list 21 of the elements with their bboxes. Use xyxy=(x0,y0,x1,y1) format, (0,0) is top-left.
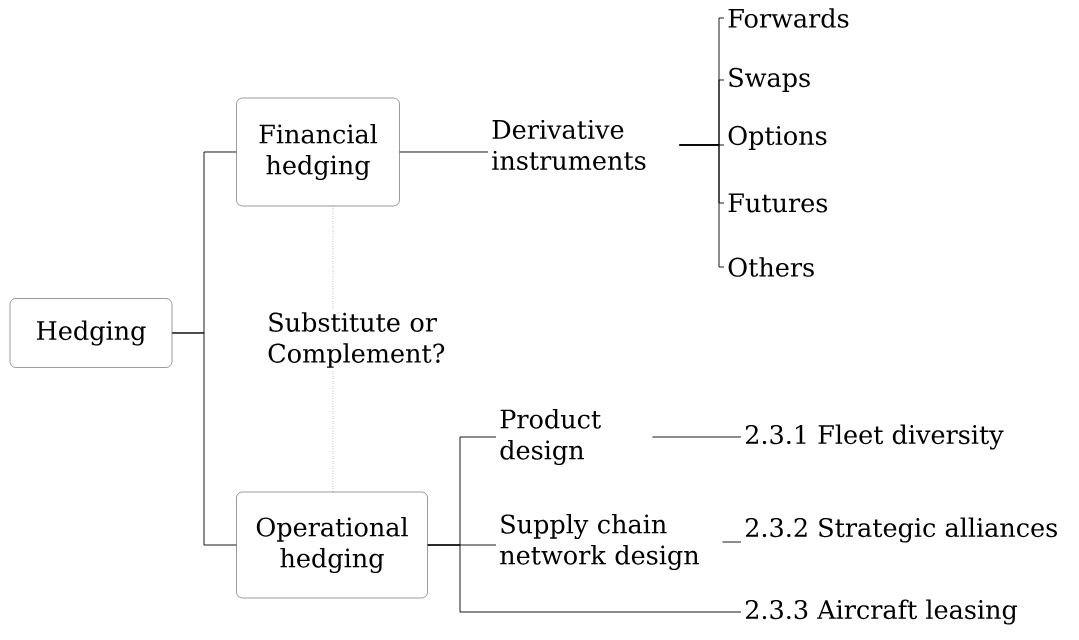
leaf-label: Swaps xyxy=(729,67,810,93)
category-box: Financial hedging xyxy=(236,97,400,207)
connector-line xyxy=(651,436,742,438)
branch-label: Derivative instruments xyxy=(492,119,646,171)
leaf-label: Forwards xyxy=(728,8,849,28)
connector-line xyxy=(171,332,237,546)
branch-label: Supply chain network design xyxy=(500,514,699,570)
branch-label: Product design xyxy=(500,409,601,465)
leaf-label: Others xyxy=(728,257,814,277)
leaf-label: 2.3.2 Strategic alliances xyxy=(745,517,1057,543)
connector-line xyxy=(427,544,742,613)
root-box: Hedging xyxy=(9,298,173,368)
leaf-label: 2.3.1 Fleet diversity xyxy=(745,424,1004,450)
question-label: Substitute or Complement? xyxy=(268,312,445,368)
leaf-label: Futures xyxy=(728,193,828,213)
leaf-label: 2.3.3 Aircraft leasing xyxy=(745,599,1018,625)
connector-line xyxy=(399,151,489,153)
connector-line xyxy=(721,541,742,543)
category-box: Operational hedging xyxy=(236,491,428,599)
connector-line xyxy=(678,144,725,268)
leaf-label: Options xyxy=(728,125,827,151)
